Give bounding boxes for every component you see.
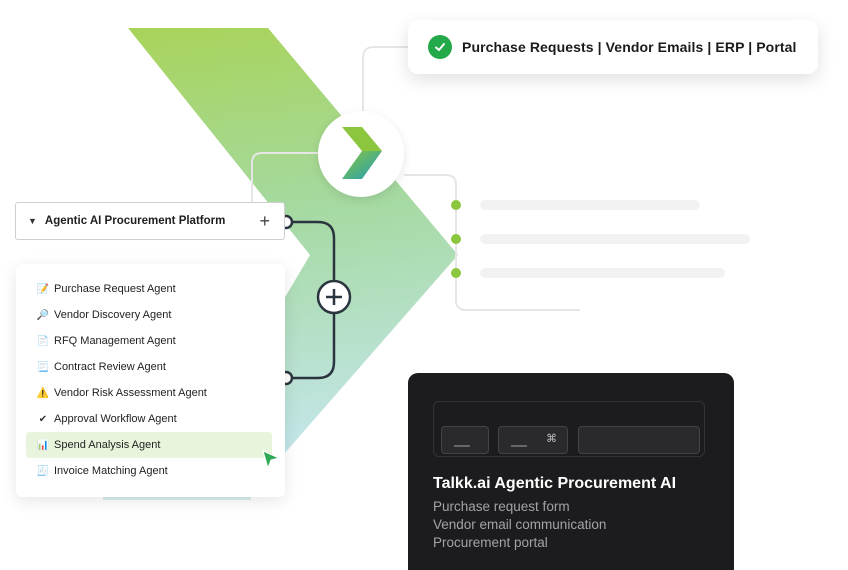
agent-label: Vendor Discovery Agent [54, 309, 172, 321]
keyboard-graphic [433, 401, 705, 457]
agent-label: Vendor Risk Assessment Agent [54, 387, 207, 399]
check-circle-icon [428, 35, 452, 59]
platform-header[interactable]: ▼ Agentic AI Procurement Platform + [15, 202, 285, 240]
magnifier-icon: 🔎 [36, 309, 50, 321]
source-channels-text: Purchase Requests | Vendor Emails | ERP … [462, 39, 797, 55]
chevron-arrow-shape [128, 28, 458, 470]
expand-triangle-icon[interactable]: ▼ [28, 216, 37, 226]
command-key: ⌘ [498, 426, 568, 454]
talkk-logo-icon [318, 111, 404, 197]
agent-label: Spend Analysis Agent [54, 439, 161, 451]
agent-label: Invoice Matching Agent [54, 465, 168, 477]
agent-label: Purchase Request Agent [54, 283, 176, 295]
receipt-icon: 🧾 [36, 465, 50, 477]
bar-chart-icon: 📊 [36, 439, 50, 451]
add-icon[interactable]: + [259, 211, 270, 231]
product-feature: Vendor email communication [433, 517, 607, 532]
agent-item-purchase-request[interactable]: 📝 Purchase Request Agent [26, 276, 272, 302]
document-icon: 📄 [36, 335, 50, 347]
pointer-cursor-icon [262, 450, 280, 470]
memo-icon: 📝 [36, 283, 50, 295]
agent-label: RFQ Management Agent [54, 335, 176, 347]
keyboard-key [441, 426, 489, 454]
command-symbol-icon: ⌘ [546, 433, 557, 445]
agent-item-rfq-management[interactable]: 📄 RFQ Management Agent [26, 328, 272, 354]
space-key [578, 426, 700, 454]
checkmark-icon: ✔ [38, 413, 48, 425]
agent-label: Contract Review Agent [54, 361, 166, 373]
agent-list-card: 📝 Purchase Request Agent 🔎 Vendor Discov… [16, 264, 285, 497]
source-channels-card: Purchase Requests | Vendor Emails | ERP … [408, 20, 818, 74]
agent-label: Approval Workflow Agent [54, 413, 177, 425]
agent-item-invoice-matching[interactable]: 🧾 Invoice Matching Agent [26, 458, 272, 484]
agent-item-contract-review[interactable]: 📃 Contract Review Agent [26, 354, 272, 380]
agent-item-vendor-discovery[interactable]: 🔎 Vendor Discovery Agent [26, 302, 272, 328]
agent-item-approval-workflow[interactable]: ✔ Approval Workflow Agent [26, 406, 272, 432]
product-title: Talkk.ai Agentic Procurement AI [433, 475, 677, 492]
platform-title: Agentic AI Procurement Platform [44, 215, 226, 227]
warning-icon: ⚠️ [36, 387, 50, 399]
agent-item-spend-analysis[interactable]: 📊 Spend Analysis Agent [26, 432, 272, 458]
product-feature: Purchase request form [433, 499, 570, 514]
product-card: ⌘ Talkk.ai Agentic Procurement AI Purcha… [408, 373, 734, 570]
agent-item-vendor-risk[interactable]: ⚠️ Vendor Risk Assessment Agent [26, 380, 272, 406]
product-feature: Procurement portal [433, 535, 548, 550]
page-icon: 📃 [36, 361, 50, 373]
